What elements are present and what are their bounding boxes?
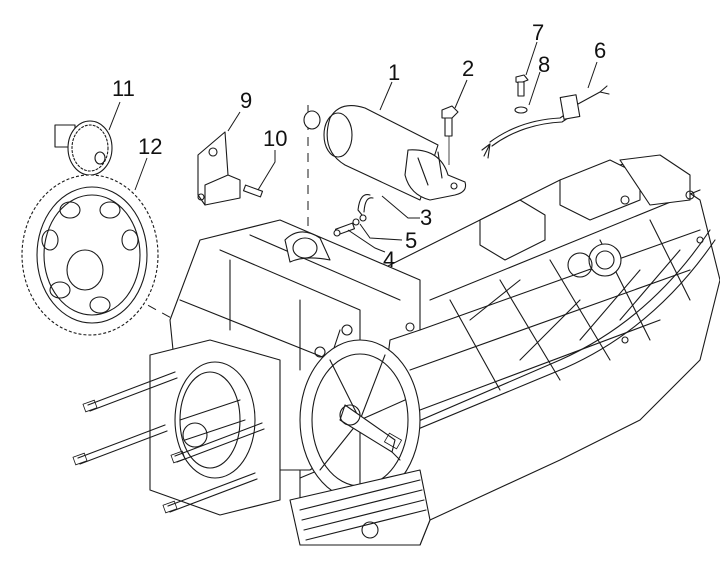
callout-4: 4: [383, 247, 395, 272]
screw-10: [242, 184, 264, 198]
starter-gear-11: [54, 120, 113, 176]
alignment-line: [119, 289, 176, 321]
callout-2: 2: [462, 56, 474, 81]
crankcase: [72, 154, 720, 546]
bracket-9: [197, 131, 241, 206]
bolt-2: [441, 105, 459, 165]
callout-11: 11: [112, 76, 135, 101]
screw-4: [333, 222, 356, 237]
callout-8: 8: [538, 52, 550, 77]
starter-motor: [303, 105, 467, 201]
callout-9: 9: [240, 88, 252, 113]
callout-1: 1: [388, 60, 400, 85]
washer-5: [352, 214, 367, 226]
starter-sprocket-12: [21, 174, 159, 336]
callout-3: 3: [420, 205, 432, 230]
leader-lines: [108, 41, 598, 253]
callout-12: 12: [138, 134, 162, 159]
wiring-harness-6: [481, 85, 610, 159]
bolt-7: [515, 74, 529, 97]
callout-10: 10: [263, 126, 287, 151]
callout-7: 7: [532, 20, 544, 45]
callout-5: 5: [405, 228, 417, 253]
washer-8: [514, 106, 528, 114]
callout-6: 6: [594, 38, 606, 63]
cable-3: [357, 194, 374, 216]
